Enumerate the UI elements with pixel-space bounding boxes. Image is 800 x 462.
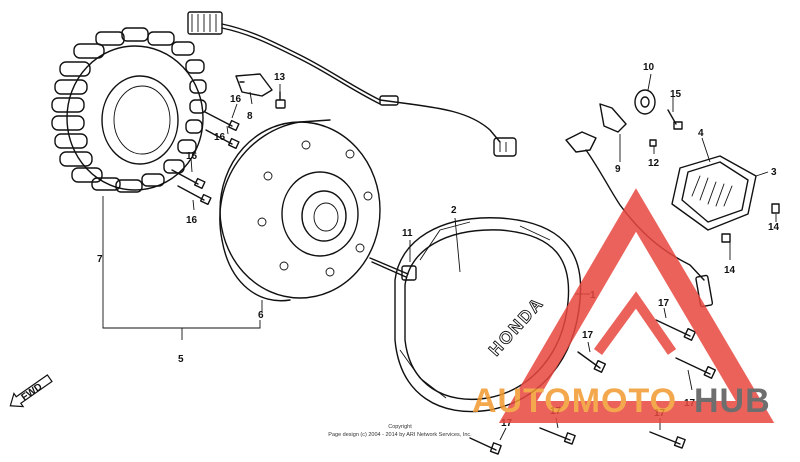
copyright-line-1: Copyright <box>388 424 412 430</box>
cover-brand-text: HONDA <box>485 293 548 359</box>
callout-3: 3 <box>771 167 777 178</box>
callout-5: 5 <box>178 354 184 365</box>
callout-17-b: 17 <box>582 330 594 341</box>
callout-10: 10 <box>643 62 655 73</box>
callout-12: 12 <box>648 158 660 169</box>
callout-16-c: 16 <box>186 151 198 162</box>
cover-bolts <box>469 319 717 455</box>
callout-14-lower: 14 <box>724 265 736 276</box>
stator-bolts <box>171 111 240 206</box>
bracket-drawing <box>235 73 286 109</box>
callout-8: 8 <box>247 111 253 122</box>
callout-17-f: 17 <box>501 418 513 429</box>
callout-16-a: 16 <box>230 94 242 105</box>
callout-9: 9 <box>615 164 621 175</box>
callout-16-d: 16 <box>186 215 198 226</box>
callout-14-upper: 14 <box>768 222 780 233</box>
callout-17-a: 17 <box>658 298 670 309</box>
callout-7: 7 <box>97 254 103 265</box>
callout-11: 11 <box>402 228 413 239</box>
callout-13: 13 <box>274 72 286 83</box>
flywheel-drawing <box>219 119 381 302</box>
watermark-text-hub: HUB <box>694 382 771 420</box>
stator-drawing <box>51 11 517 193</box>
callout-16-b: 16 <box>214 132 226 143</box>
callout-15: 15 <box>670 89 682 100</box>
callout-2: 2 <box>451 205 457 216</box>
copyright-line-2: Page design (c) 2004 - 2014 by ARI Netwo… <box>328 432 472 438</box>
callout-numbers: 1 2 3 4 5 6 7 8 9 10 11 12 13 14 14 15 1… <box>97 62 780 429</box>
small-cover-drawing <box>671 155 780 243</box>
watermark-logo: AUTOMOTO HUB <box>472 188 775 423</box>
callout-4: 4 <box>698 128 704 139</box>
callout-6: 6 <box>258 310 264 321</box>
watermark-text-automoto: AUTOMOTO <box>472 382 677 420</box>
forward-arrow: FWD <box>9 374 53 408</box>
